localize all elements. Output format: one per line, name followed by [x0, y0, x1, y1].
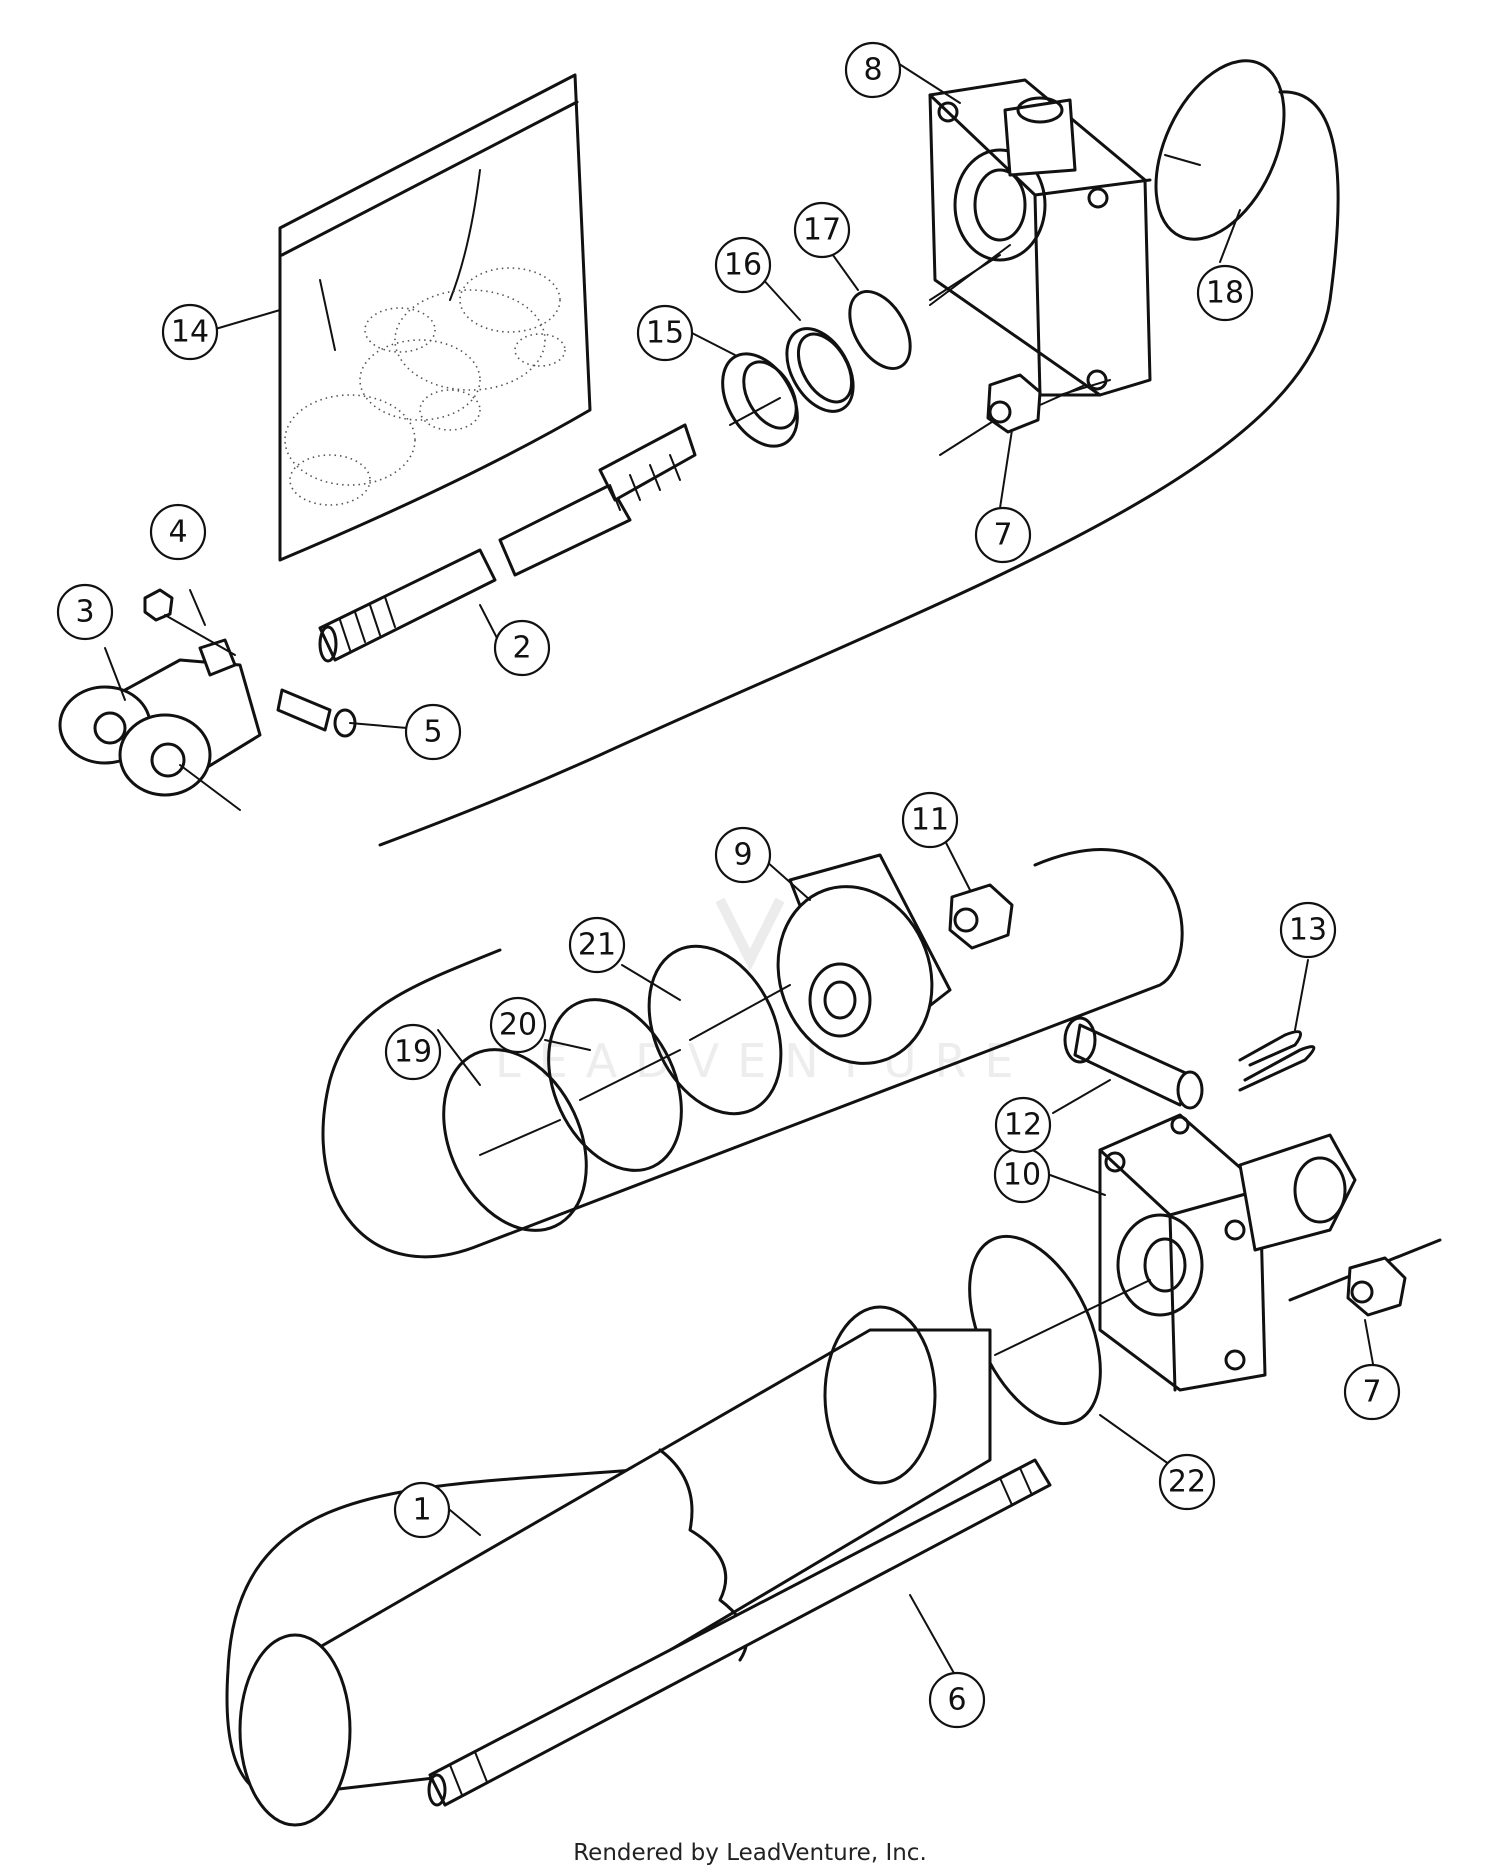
callout-18: 18 [1196, 264, 1254, 322]
callout-15: 15 [636, 304, 694, 362]
svg-text:16: 16 [724, 248, 762, 283]
callout-6: 6 [928, 1671, 986, 1729]
callout-21: 21 [568, 916, 626, 974]
svg-text:14: 14 [171, 315, 209, 350]
svg-text:4: 4 [168, 515, 187, 550]
o-ring [1154, 59, 1286, 241]
svg-text:11: 11 [911, 803, 949, 838]
svg-text:21: 21 [578, 928, 616, 963]
callout-1: 1 [393, 1481, 451, 1539]
cap-end [1098, 1113, 1357, 1392]
callout-20: 20 [489, 996, 547, 1054]
clevis-bolt [276, 688, 357, 738]
footer-credit: Rendered by LeadVenture, Inc. [573, 1840, 927, 1866]
rod-seals [721, 254, 1001, 448]
svg-text:13: 13 [1289, 913, 1327, 948]
svg-text:7: 7 [993, 518, 1012, 553]
upper-group-outline [378, 90, 1340, 847]
callout-14: 14 [161, 303, 219, 361]
piston [776, 853, 952, 1065]
svg-text:20: 20 [499, 1008, 537, 1043]
svg-text:5: 5 [423, 715, 442, 750]
callout-11: 11 [901, 791, 959, 849]
svg-text:17: 17 [803, 213, 841, 248]
svg-text:15: 15 [646, 316, 684, 351]
clevis-pin [1063, 1016, 1204, 1110]
svg-text:3: 3 [75, 595, 94, 630]
svg-text:22: 22 [1168, 1465, 1206, 1500]
jam-nut [143, 588, 174, 622]
callout-19: 19 [384, 1023, 442, 1081]
callout-8: 8 [844, 41, 902, 99]
svg-text:9: 9 [733, 838, 752, 873]
watermark: LEADVENTURE [495, 897, 1032, 1088]
piston-nut [948, 883, 1014, 950]
callout-17: 17 [793, 201, 851, 259]
callout-12: 12 [994, 1096, 1052, 1154]
svg-text:18: 18 [1206, 276, 1244, 311]
callout-16: 16 [714, 236, 772, 294]
svg-text:8: 8 [863, 53, 882, 88]
callout-10: 10 [993, 1146, 1051, 1204]
svg-text:LEADVENTURE: LEADVENTURE [495, 1034, 1032, 1088]
seal-kit-bag [278, 73, 592, 562]
svg-text:2: 2 [512, 631, 531, 666]
tie-rod [427, 1458, 1052, 1807]
callout-4: 4 [149, 503, 207, 561]
piston-rings [442, 944, 791, 1232]
svg-text:19: 19 [394, 1035, 432, 1070]
hex-nut [939, 373, 1086, 456]
rod-clevis [58, 638, 262, 811]
callout-22: 22 [1158, 1453, 1216, 1511]
callout-9: 9 [714, 826, 772, 884]
svg-text:6: 6 [947, 1683, 966, 1718]
hex-nut-lower [1346, 1256, 1407, 1317]
svg-text:10: 10 [1003, 1158, 1041, 1193]
piston-rod [318, 423, 697, 663]
svg-text:7: 7 [1362, 1375, 1381, 1410]
hair-pin-clip [1238, 1030, 1316, 1092]
callout-13: 13 [1279, 901, 1337, 959]
gland-head [928, 78, 1152, 397]
svg-text:1: 1 [412, 1493, 431, 1528]
callout-3: 3 [56, 583, 114, 641]
svg-text:12: 12 [1004, 1108, 1042, 1143]
cylinder-barrel [238, 1305, 992, 1827]
callout-5: 5 [404, 703, 462, 761]
callout-2: 2 [493, 619, 551, 677]
callout-7-upper: 7 [974, 506, 1032, 564]
callout-7-lower: 7 [1343, 1363, 1401, 1421]
piston-group-outline [321, 848, 1184, 1259]
